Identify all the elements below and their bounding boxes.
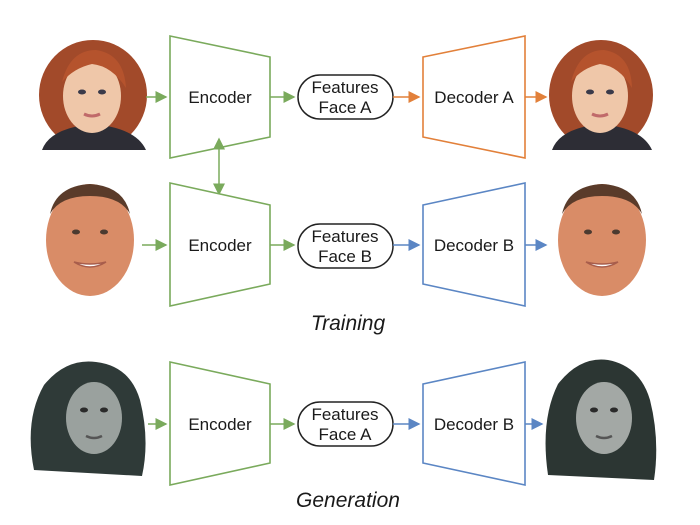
features-gen-line2: Face A: [319, 425, 373, 444]
encoder-a-label: Encoder: [188, 88, 252, 107]
features-a-line1: Features: [311, 78, 378, 97]
decoder-a-label: Decoder A: [434, 88, 514, 107]
decoder-gen-label: Decoder B: [434, 415, 514, 434]
encoder-gen-label: Encoder: [188, 415, 252, 434]
decoder-b-label: Decoder B: [434, 236, 514, 255]
row-generation: Encoder Features Face A Decoder B: [30, 359, 657, 486]
decoder-a-block: [422, 35, 526, 159]
row-training-a: Encoder Features Face A Decoder A: [39, 35, 653, 159]
encoder-a-block: [169, 35, 271, 159]
portrait-face-a-input: [39, 40, 147, 150]
encoder-gen-block: [169, 361, 271, 486]
features-b-line2: Face B: [318, 247, 372, 266]
features-b-line1: Features: [311, 227, 378, 246]
encoder-b-label: Encoder: [188, 236, 252, 255]
caption-generation: Generation: [296, 489, 400, 512]
portrait-face-a-grayscale: [30, 361, 146, 476]
decoder-b-block: [422, 182, 526, 307]
portrait-swap-result: [545, 359, 657, 480]
portrait-face-b-input: [46, 184, 134, 296]
caption-training: Training: [311, 312, 386, 335]
portrait-face-b-output: [558, 184, 646, 296]
decoder-gen-block: [422, 361, 526, 486]
features-face-b-bubble: [297, 223, 394, 269]
row-training-b: Encoder Features Face B Decoder B: [46, 182, 646, 307]
features-a-line2: Face A: [319, 98, 373, 117]
features-gen-line1: Features: [311, 405, 378, 424]
encoder-b-block: [169, 182, 271, 307]
portrait-face-a-output: [549, 40, 653, 150]
